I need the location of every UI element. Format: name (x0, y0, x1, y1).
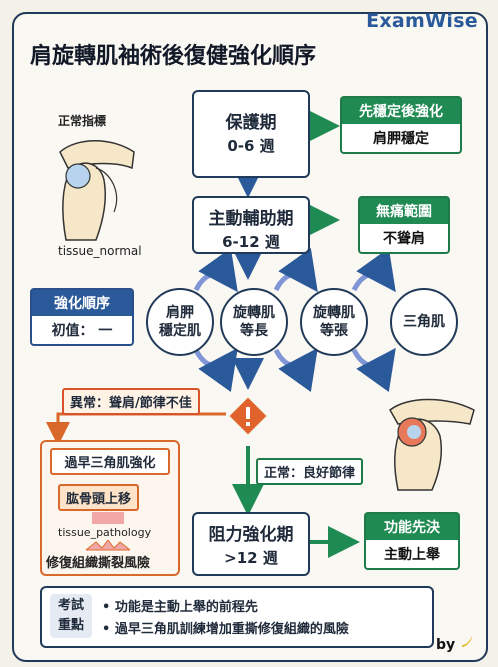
warning-icon (229, 397, 267, 435)
note-painfree-body: 不聳肩 (383, 231, 425, 247)
humeral-head-migration: 肱骨頭上移 (58, 484, 140, 511)
seq-1-line1: 肩胛 (166, 305, 194, 321)
seq-2-line1: 旋轉肌 (233, 305, 275, 321)
seq-deltoid: 三角肌 (390, 288, 458, 356)
stage-active-assist-weeks: 6-12 週 (222, 233, 280, 251)
seq-3-line1: 旋轉肌 (313, 305, 355, 321)
warning-tag: 異常：聳肩/節律不佳 (62, 388, 200, 415)
normal-sub: tissue_normal (58, 244, 142, 258)
seq-2-line2: 等長 (240, 323, 268, 339)
note-scapula: 先穩定後強化 肩胛穩定 (340, 96, 462, 154)
note-function: 功能先決 主動上舉 (364, 512, 460, 570)
order-card-body: 初值： 一 (51, 323, 113, 339)
exam-point-2: • 過早三角肌訓練增加重撕修復組織的風險 (102, 622, 349, 637)
normal-shoulder-illustration (59, 140, 135, 241)
stage-active-assist: 主動輔助期 6-12 週 (192, 196, 310, 254)
note-scapula-body: 肩胛穩定 (373, 131, 429, 147)
early-deltoid-label: 過早三角肌強化 (50, 448, 170, 475)
exam-key-points: 考試 重點 • 功能是主動上舉的前程先 • 過早三角肌訓練增加重撕修復組織的風險 (40, 586, 434, 648)
note-scapula-head: 先穩定後強化 (342, 98, 460, 124)
note-function-head: 功能先決 (366, 514, 458, 540)
exam-key-label: 考試 重點 (50, 594, 92, 638)
tissue-swatch (92, 512, 124, 524)
stage-resistance-title: 阻力強化期 (208, 525, 294, 545)
seq-4-line1: 三角肌 (403, 314, 445, 330)
stage-protection: 保護期 0-6 週 (192, 90, 310, 178)
normal-caption: 正常指標 (58, 114, 107, 128)
brand-logo: ExamWise (366, 10, 478, 32)
stage-protection-title: 保護期 (225, 113, 277, 133)
tear-icon (86, 540, 130, 551)
page-title: 肩旋轉肌袖術後復健強化順序 (30, 44, 317, 69)
stage-resistance-weeks: >12 週 (224, 549, 278, 567)
stage-resistance: 阻力強化期 >12 週 (192, 512, 310, 576)
note-painfree: 無痛範圍 不聳肩 (358, 196, 450, 254)
stage-active-assist-title: 主動輔助期 (208, 209, 294, 229)
pathology-shoulder-illustration (389, 398, 475, 491)
normal-tag: 正常：良好節律 (256, 458, 364, 485)
seq-3-line2: 等張 (320, 323, 348, 339)
seq-1-line2: 穩定肌 (159, 323, 201, 339)
by-text: by (435, 637, 456, 653)
pathology-label: tissue_pathology (58, 526, 152, 539)
seq-rotator-isotonic: 旋轉肌等張 (300, 288, 368, 356)
note-function-body: 主動上舉 (384, 547, 440, 563)
tear-risk-label: 修復組織撕裂風險 (46, 556, 151, 571)
note-painfree-head: 無痛範圍 (360, 198, 448, 224)
seq-rotator-isometric: 旋轉肌等長 (220, 288, 288, 356)
order-card-head: 強化順序 (32, 290, 132, 316)
order-card: 強化順序 初值： 一 (30, 288, 134, 346)
stage-protection-weeks: 0-6 週 (227, 137, 275, 155)
by-credit: by (436, 635, 474, 653)
banana-icon (462, 636, 472, 647)
seq-scapular-stabilizers: 肩胛穩定肌 (146, 288, 214, 356)
exam-point-1: • 功能是主動上舉的前程先 (102, 600, 258, 615)
